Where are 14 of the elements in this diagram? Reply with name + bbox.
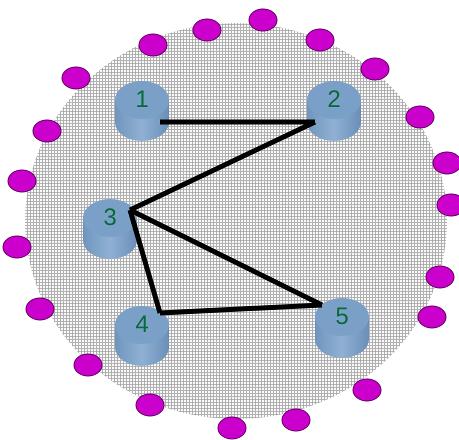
- node-number: 2: [326, 86, 342, 114]
- link-line: [128, 209, 162, 314]
- node-number: 1: [134, 86, 150, 114]
- database-cylinder: [314, 297, 370, 359]
- database-cylinder: [114, 305, 170, 367]
- node-number: 4: [134, 311, 150, 339]
- database-cylinder: [82, 198, 138, 260]
- link-line: [160, 120, 315, 124]
- node-number: 3: [102, 204, 118, 232]
- link-line: [160, 302, 322, 316]
- link-line: [128, 120, 316, 212]
- database-cylinder: [114, 80, 170, 142]
- database-cylinder: [306, 80, 362, 142]
- node-number: 5: [334, 303, 350, 331]
